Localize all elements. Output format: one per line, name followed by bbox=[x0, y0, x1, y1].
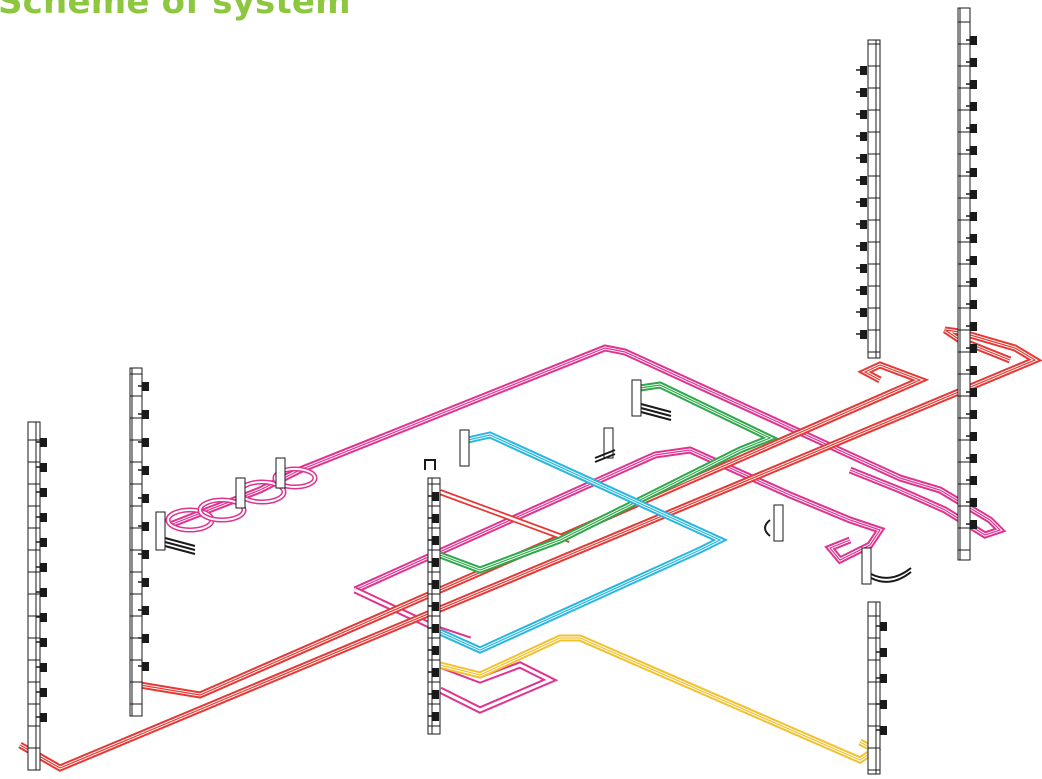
pipe-coils-magenta-left bbox=[165, 466, 318, 533]
radiator-unit bbox=[155, 379, 872, 585]
pipe-loop-cyan bbox=[438, 431, 729, 654]
pipe-loop-magenta-middle bbox=[353, 446, 886, 714]
valve-icon bbox=[164, 403, 912, 583]
riser-column-right-2 bbox=[957, 7, 978, 561]
riser-column-left bbox=[129, 367, 150, 717]
riser-column-bottom-right bbox=[867, 601, 888, 775]
riser-column-right-1 bbox=[855, 39, 881, 359]
pipe-loop-green bbox=[438, 381, 779, 574]
riser-column-center bbox=[424, 459, 441, 735]
diagram-title: Scheme of system bbox=[0, 0, 351, 22]
riser-column-far-left bbox=[27, 421, 48, 771]
